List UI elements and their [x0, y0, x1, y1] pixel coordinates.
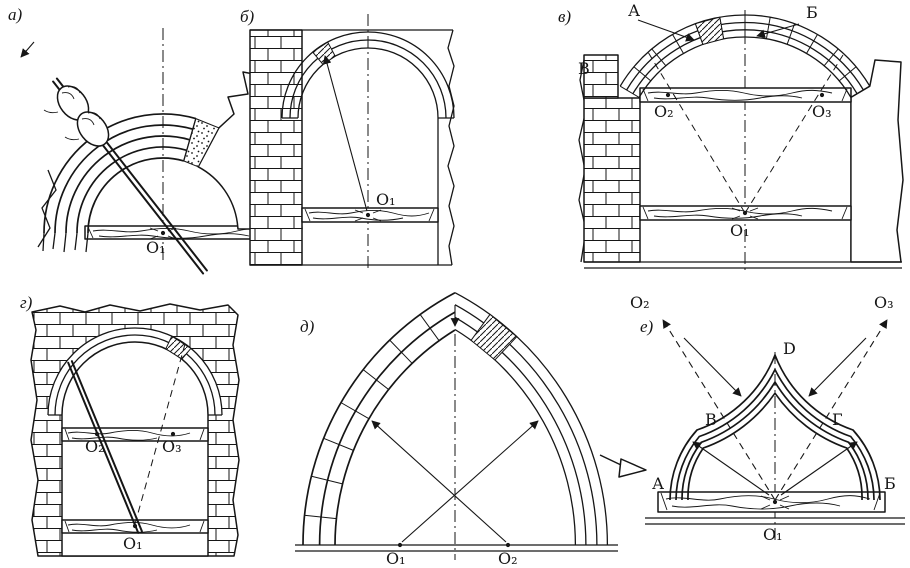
upper-wood-grain: [642, 88, 848, 102]
layer-end-joint-and-stubs: [42, 118, 197, 253]
base-lines: [645, 517, 905, 525]
label-point-b: Б: [884, 474, 896, 493]
base-lines: [584, 261, 902, 269]
label-o1: O₁: [763, 525, 783, 544]
label-point-g: Г: [832, 410, 843, 429]
arch-rings: [281, 31, 455, 119]
hatched-keystone-wedge: [165, 335, 192, 360]
left-voussoir-joints: [304, 314, 440, 520]
label-o1: O₁: [146, 238, 166, 257]
leader-point-a: [637, 19, 695, 42]
center-point-o3: [170, 431, 176, 437]
label-o3: O₃: [874, 293, 894, 312]
label-o1: O₁: [123, 534, 143, 553]
hatched-keystone-wedge: [694, 16, 725, 46]
radius-arrow: [322, 55, 368, 212]
panel-letter: г): [20, 293, 33, 312]
label-point-a: А: [628, 1, 640, 20]
center-point-o3: [819, 92, 825, 98]
knot-burst: [760, 495, 790, 510]
label-o2: O₂: [630, 293, 650, 312]
center-point-o1: [397, 542, 403, 548]
panel-letter: а): [8, 5, 23, 24]
arrow-from-o1-left: [692, 441, 770, 496]
panel-d: д) O₁ O₂: [295, 291, 618, 568]
wood-grain: [304, 208, 435, 222]
center-point-o1: [132, 523, 138, 529]
panel-b: б) O₁: [240, 7, 455, 270]
trowel: [599, 454, 647, 478]
wood-grain: [87, 226, 294, 239]
wall-right: [850, 59, 904, 263]
motion-arrow: [20, 41, 35, 58]
arrow-from-o2: [683, 337, 742, 397]
brick-pier: [249, 29, 303, 266]
broken-edge: [37, 169, 57, 248]
center-point-o1: [772, 499, 778, 505]
label-o3: O₃: [812, 102, 832, 121]
label-point-a: А: [652, 474, 664, 493]
mason-hands: [43, 85, 110, 147]
hatched-keystone-wedge: [311, 41, 336, 66]
label-o1: O₁: [730, 221, 750, 240]
brick-pier-left: [583, 97, 641, 263]
panel-g: г) O₂ O₃ O₁: [20, 293, 240, 557]
center-point-o2: [665, 92, 671, 98]
panel-letter: в): [558, 7, 571, 26]
left-arch-band: [302, 291, 456, 546]
center-point-o1: [365, 212, 371, 218]
base-lines: [295, 544, 618, 552]
right-arch-rings: [454, 292, 609, 546]
arch-rings: [47, 327, 223, 416]
panel-letter: д): [300, 317, 315, 336]
leader-point-b: [756, 23, 800, 39]
arch-form-layers: [43, 113, 197, 234]
radius-arrow-from-o2: [371, 420, 507, 543]
hatched-keystone-wedge: [470, 313, 518, 361]
label-o3: O₃: [162, 437, 182, 456]
center-point-o2: [505, 542, 511, 548]
lower-wood-grain: [64, 520, 205, 533]
arrow-from-o1-right: [780, 441, 858, 496]
arrow-from-o3: [808, 337, 867, 397]
label-o1: O₁: [376, 190, 396, 209]
panel-letter: б): [240, 7, 255, 26]
opening: [61, 341, 209, 557]
center-point-o1: [742, 210, 748, 216]
label-o2: O₂: [654, 102, 674, 121]
label-point-v: В: [578, 59, 590, 78]
panel-v: в) А Б В O₂ O₃ O₁: [558, 1, 904, 272]
label-point-v: В: [705, 410, 717, 429]
radius-guides-dashed: [647, 51, 844, 214]
ogee-profiles: [669, 352, 881, 501]
label-point-b: Б: [806, 3, 818, 22]
knot-burst: [149, 227, 177, 240]
label-o2: O₂: [85, 437, 105, 456]
hand-fist-lower: [76, 111, 110, 147]
label-o1: O₁: [386, 549, 406, 568]
knot-burst: [731, 207, 759, 220]
panel-e: е) O₂ O₃ D В Г А Б O₁: [599, 293, 905, 544]
center-point-o2: [94, 431, 100, 437]
label-o2: O₂: [498, 549, 518, 568]
radius-arrow-from-o1: [401, 420, 539, 543]
wall-outline: [250, 29, 455, 266]
knot-burst: [354, 209, 382, 222]
panel-letter: е): [640, 317, 654, 336]
upper-wood-grain: [64, 428, 205, 441]
finger-lines: [43, 86, 101, 141]
center-point-o1: [160, 230, 166, 236]
brick-wall-upper-left: [583, 54, 619, 99]
checking-lath: [67, 360, 143, 534]
wood-board: [657, 491, 886, 513]
label-point-d: D: [783, 339, 796, 358]
